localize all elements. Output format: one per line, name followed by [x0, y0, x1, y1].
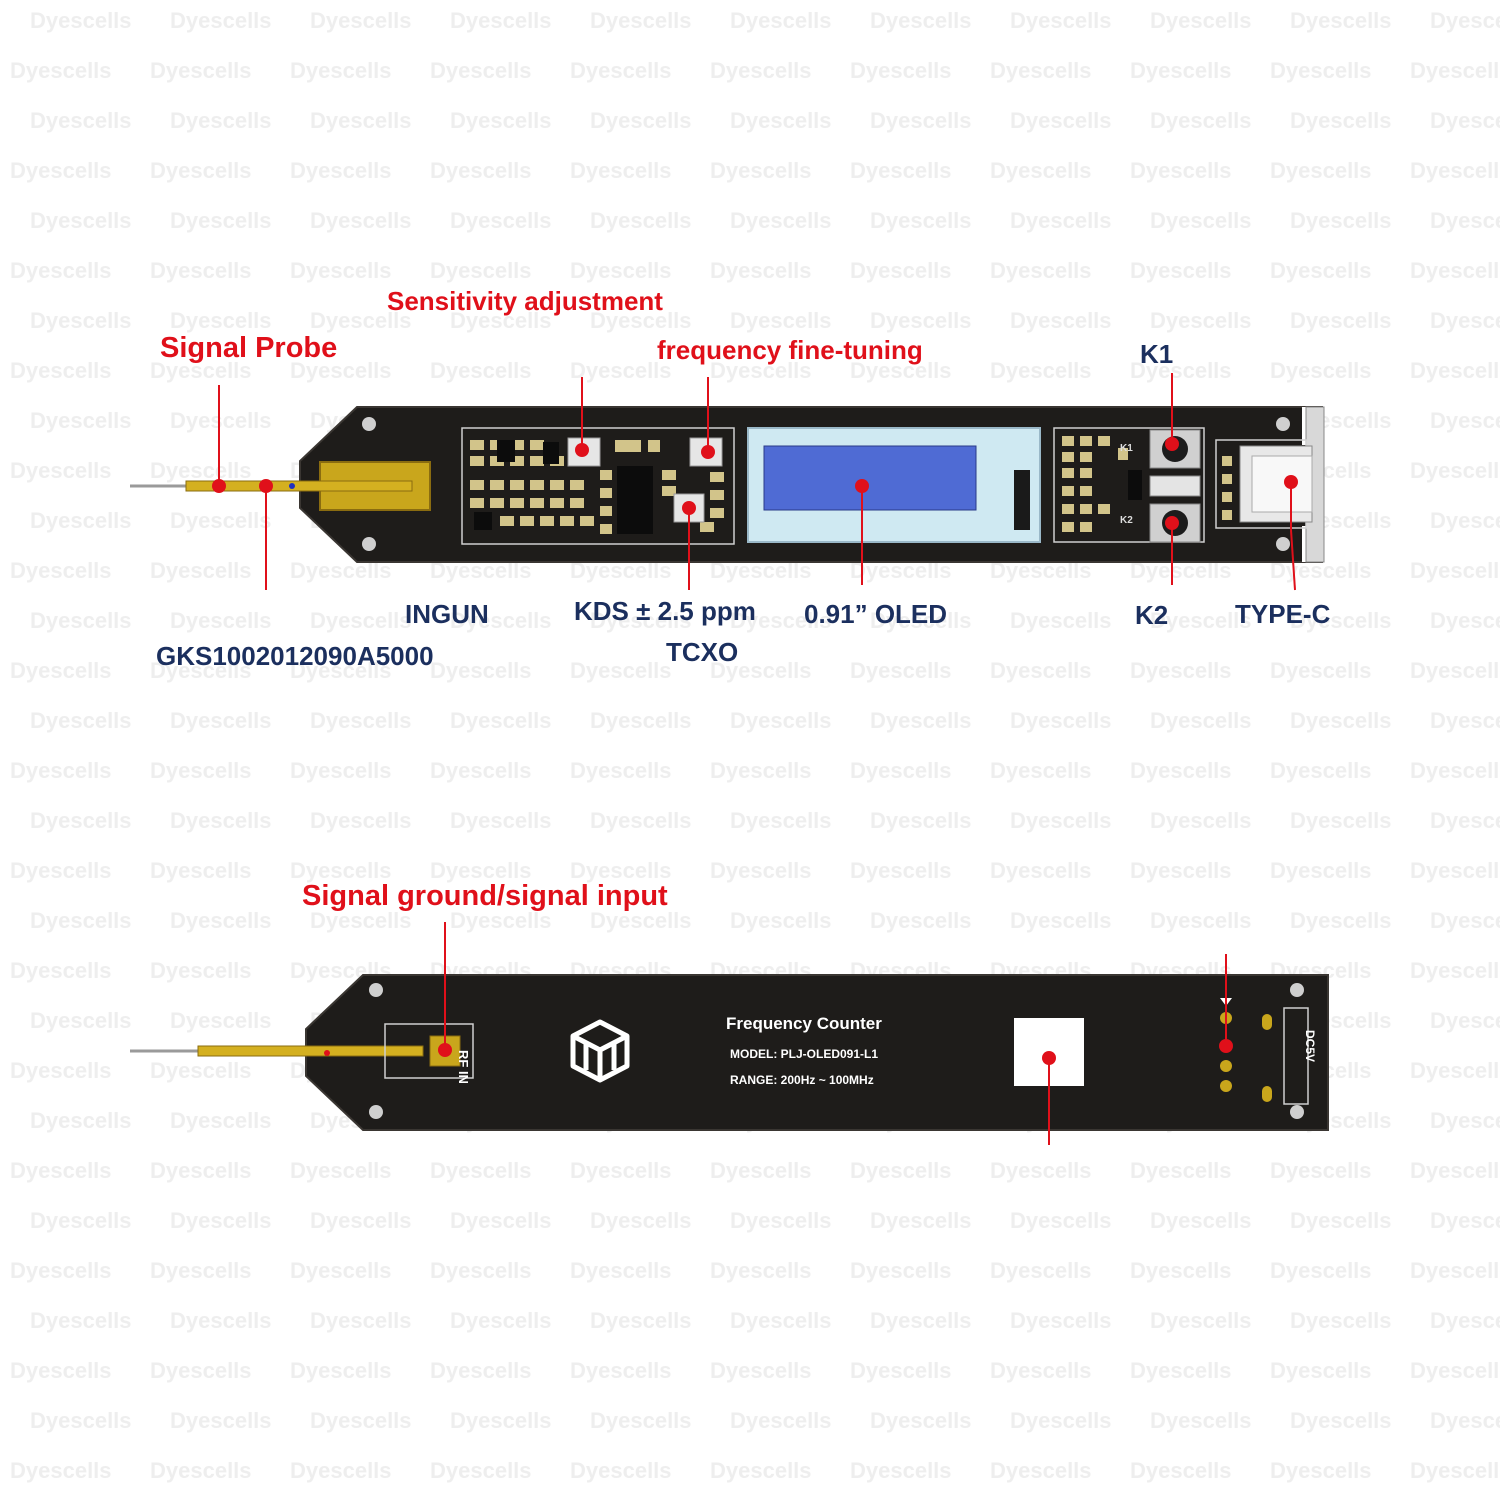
marker-dot — [1165, 437, 1179, 451]
mounting-hole — [369, 1105, 383, 1119]
label-signal-probe: Signal Probe — [160, 332, 338, 364]
oled-screen — [763, 445, 977, 511]
label-gks-part-number: GKS1002012090A5000 — [156, 641, 434, 671]
probe-barrel — [185, 480, 413, 492]
label-k2: K2 — [1135, 600, 1169, 630]
silk-rf-in: RF IN — [456, 1050, 471, 1084]
label-sensitivity-adjustment: Sensitivity adjustment — [387, 286, 663, 316]
marker-dot — [1219, 1039, 1233, 1053]
mounting-hole — [369, 983, 383, 997]
marker-dot — [1042, 1051, 1056, 1065]
label-type-c: TYPE-C — [1235, 599, 1331, 629]
component-area-1 — [461, 427, 735, 545]
silk-model: MODEL: PLJ-OLED091-L1 — [730, 1047, 879, 1061]
silk-dc5v: DC5V — [1303, 1030, 1317, 1063]
back-pcb-body — [305, 974, 1329, 1131]
ic-small — [1128, 470, 1142, 500]
rf-in-frame — [384, 1023, 474, 1079]
back-board — [130, 974, 1329, 1131]
switch-body — [1149, 475, 1201, 497]
marker-dot — [1165, 516, 1179, 530]
ic-chips — [474, 440, 653, 534]
mounting-hole — [1276, 537, 1290, 551]
label-ingun: INGUN — [405, 599, 489, 629]
typec-pads — [1222, 456, 1232, 520]
marker-dot — [212, 479, 226, 493]
component-area-2 — [1053, 427, 1205, 543]
marker-dot — [438, 1043, 452, 1057]
logo-icon — [570, 1019, 630, 1083]
marker-dot — [682, 501, 696, 515]
oled-flex-connector — [1014, 470, 1030, 530]
label-oled: 0.91” OLED — [804, 599, 948, 629]
probe-dot — [289, 483, 295, 489]
front-markers — [212, 437, 1298, 530]
smd-components-2 — [1062, 436, 1128, 532]
mounting-hole — [1276, 417, 1290, 431]
marker-dot — [701, 445, 715, 459]
marker-dot — [575, 443, 589, 457]
probe-barrel — [197, 1045, 424, 1057]
marker-dot — [855, 479, 869, 493]
label-kds: KDS ± 2.5 ppm — [574, 596, 756, 626]
front-callouts — [218, 373, 1296, 591]
label-signal-ground-input: Signal ground/signal input — [302, 880, 668, 912]
marker-dot — [324, 1050, 330, 1056]
marker-dot — [259, 479, 273, 493]
back-callouts — [444, 922, 1227, 1145]
silk-k2: K2 — [1120, 515, 1133, 526]
label-tcxo: TCXO — [666, 637, 739, 667]
mounting-hole — [1290, 1105, 1304, 1119]
mounting-hole — [1290, 983, 1304, 997]
typec-opening — [1251, 455, 1313, 513]
mounting-hole — [362, 417, 376, 431]
mounting-hole — [362, 537, 376, 551]
back-markers — [324, 1039, 1233, 1065]
label-k1: K1 — [1140, 339, 1174, 369]
silk-k1: K1 — [1120, 443, 1133, 454]
silk-title: Frequency Counter — [726, 1014, 882, 1033]
silk-range: RANGE: 200Hz ~ 100MHz — [730, 1073, 874, 1087]
marker-dot — [1284, 475, 1298, 489]
dc5v-frame — [1283, 1007, 1309, 1105]
front-board — [130, 406, 1325, 563]
label-frequency-fine-tuning: frequency fine-tuning — [657, 335, 923, 365]
